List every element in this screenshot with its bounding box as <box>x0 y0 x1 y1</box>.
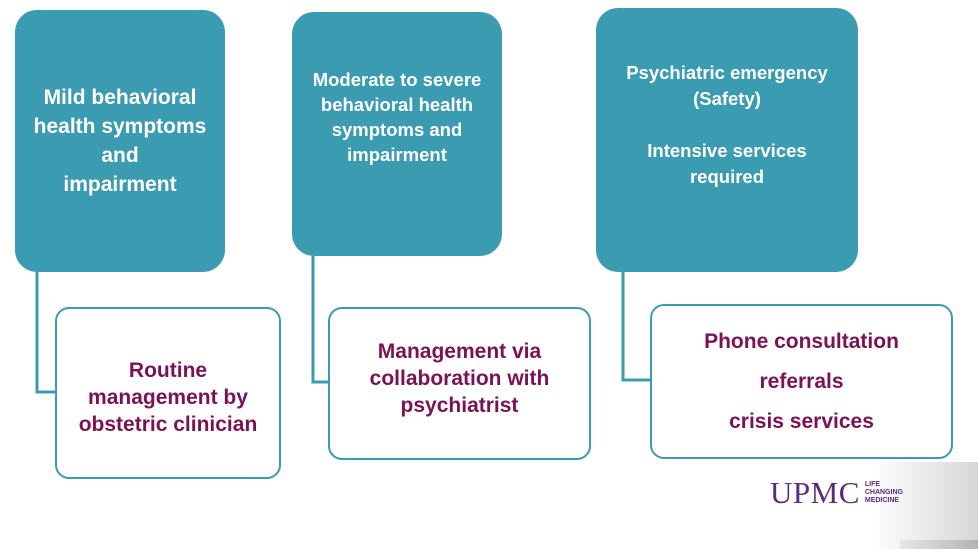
action-text-line: Phone consultation <box>704 329 899 353</box>
level-text-line: impairment <box>347 144 447 165</box>
connector-path-1 <box>35 272 55 394</box>
logo-tagline-line: MEDICINE <box>864 497 900 504</box>
level-box-emergency: Psychiatric emergency (Safety) Intensive… <box>596 8 858 272</box>
action-box-collaboration: Management via collaboration with psychi… <box>328 307 591 460</box>
level-text-line: Moderate to severe <box>312 69 482 90</box>
decorative-gradient-panel <box>870 462 978 549</box>
connector-path-2 <box>311 256 328 384</box>
connector-path-3 <box>621 272 650 382</box>
level-text-line: symptoms and <box>331 119 463 140</box>
level-text-line: and <box>101 144 139 167</box>
action-text-line: crisis services <box>729 409 874 433</box>
action-text-line: psychiatrist <box>400 394 519 417</box>
upmc-logo: UPMC LIFE CHANGING MEDICINE <box>770 475 903 511</box>
logo-wordmark: UPMC <box>770 475 860 510</box>
level-text-line: required <box>689 166 765 187</box>
level-text-line: Intensive services <box>647 140 807 161</box>
logo-tagline: LIFE CHANGING MEDICINE <box>865 481 903 505</box>
logo-tagline-line: LIFE <box>864 481 881 488</box>
level-text-line: Psychiatric emergency <box>626 62 828 83</box>
action-text-line: Management via <box>377 340 542 363</box>
action-text-line: referrals <box>759 369 844 393</box>
action-text-line: management by <box>88 385 248 409</box>
level-box-moderate-severe: Moderate to severe behavioral health sym… <box>292 12 502 256</box>
level-text-line: Mild behavioral <box>43 86 197 109</box>
action-text-line: collaboration with <box>369 367 550 390</box>
logo-tagline-line: CHANGING <box>864 489 903 496</box>
level-text-line: impairment <box>63 173 177 196</box>
decorative-gradient-bar <box>900 540 978 549</box>
action-text-line: Routine <box>128 358 208 382</box>
action-text-line: obstetric clinician <box>78 412 258 436</box>
action-box-crisis: Phone consultation referrals crisis serv… <box>650 304 953 459</box>
level-text-line: health symptoms <box>33 115 207 138</box>
level-box-mild: Mild behavioral health symptoms and impa… <box>15 10 225 272</box>
level-text-line: behavioral health <box>320 94 474 115</box>
level-text-line: (Safety) <box>693 88 761 109</box>
action-box-routine: Routine management by obstetric clinicia… <box>55 307 281 479</box>
